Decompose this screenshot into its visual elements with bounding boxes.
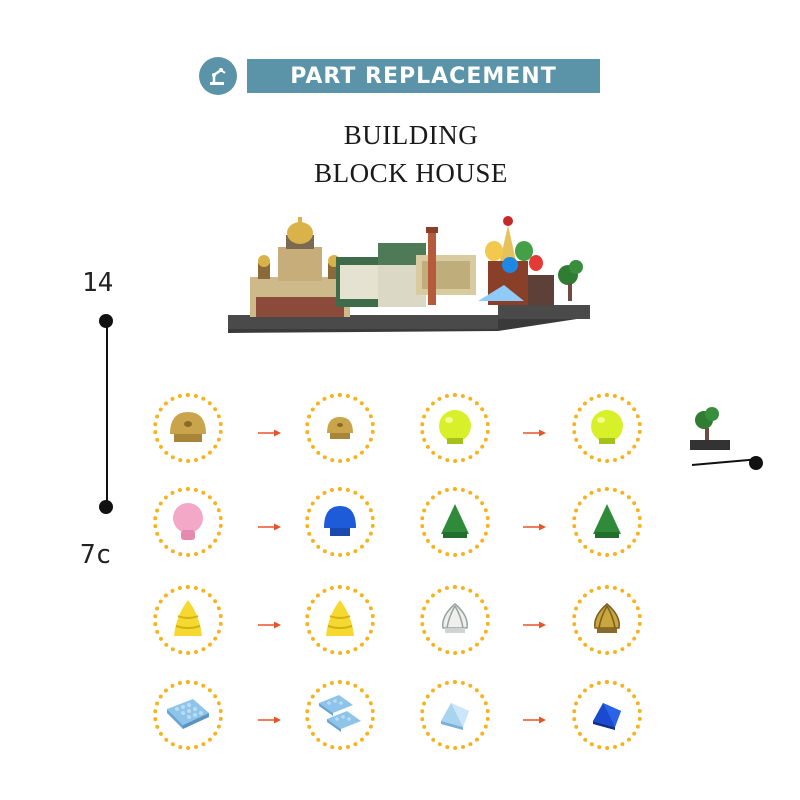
yellow-ribbed-dome-icon [318,596,362,644]
dark-blue-slope-icon [587,697,627,733]
part-ring-left-from [153,680,223,750]
section-title-banner: PART REPLACEMENT [247,59,600,93]
arrow-right-icon [521,423,547,437]
arrow-right-icon [256,517,282,531]
part-ring-right-to [572,585,642,655]
part-ring-left-from [153,585,223,655]
yellow-ribbed-dome-icon [166,596,210,644]
green-cone-brick-icon [435,500,475,544]
dimension-line [106,322,108,508]
dimension-line [691,458,756,466]
product-title-line1: BUILDING [343,120,479,150]
dimension-dot [99,500,113,514]
background-label-fragment: 7c [80,540,112,570]
part-ring-left-to [305,487,375,557]
part-ring-left-to [305,585,375,655]
arrow-right-icon [521,517,547,531]
arrow-right-icon [256,615,282,629]
light-blue-plate-pair-icon [315,693,365,737]
green-cone-brick-icon [587,500,627,544]
part-ring-right-to [572,393,642,463]
skyline-model-image [228,205,590,340]
product-title-line2: BLOCK HOUSE [314,158,508,188]
arrow-right-icon [521,710,547,724]
robot-arm-icon [199,57,237,95]
pink-dome-brick-icon [166,498,210,546]
background-label-fragment: 14 [82,268,114,298]
lime-sphere-brick-icon [585,406,629,450]
part-ring-right-from [420,585,490,655]
part-ring-left-from [153,393,223,463]
white-onion-dome-icon [435,600,475,640]
part-ring-left-to [305,680,375,750]
part-ring-right-to [572,680,642,750]
dimension-dot [749,456,763,470]
gold-dome-brick-icon [166,406,210,450]
part-ring-left-from [153,487,223,557]
part-ring-right-from [420,680,490,750]
background-model-fragment [690,402,730,457]
arrow-right-icon [256,710,282,724]
light-blue-plate-icon [163,695,213,735]
gold-onion-dome-icon [587,600,627,640]
light-blue-slope-icon [435,697,475,733]
part-ring-right-from [420,393,490,463]
part-ring-right-to [572,487,642,557]
arrow-right-icon [256,423,282,437]
blue-dome-brick-icon [318,500,362,544]
gold-dome-brick-small-icon [323,411,357,445]
part-ring-left-to [305,393,375,463]
arrow-right-icon [521,615,547,629]
lime-sphere-brick-icon [433,406,477,450]
part-ring-right-from [420,487,490,557]
dimension-dot [99,314,113,328]
